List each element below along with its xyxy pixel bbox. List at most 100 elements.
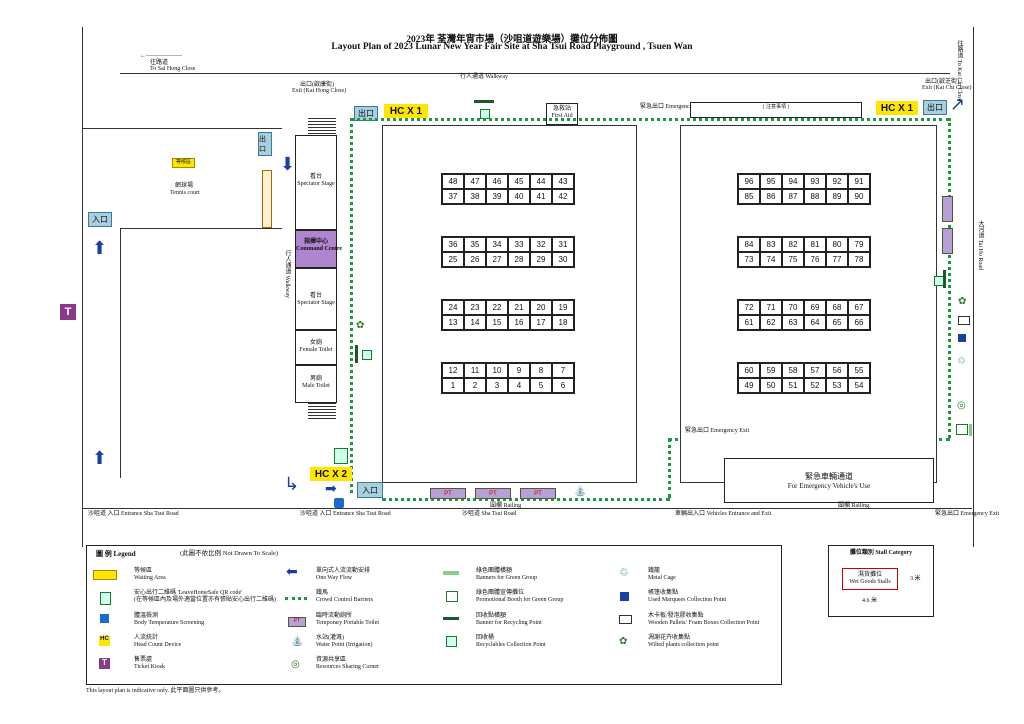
stall[interactable]: 41 <box>530 189 552 204</box>
stall[interactable]: 63 <box>782 315 804 330</box>
stall[interactable]: 56 <box>826 363 848 378</box>
stall[interactable]: 59 <box>760 363 782 378</box>
stall[interactable]: 74 <box>760 252 782 267</box>
stall[interactable]: 69 <box>804 300 826 315</box>
stall[interactable]: 86 <box>760 189 782 204</box>
stall[interactable]: 81 <box>804 237 826 252</box>
stall[interactable]: 17 <box>530 315 552 330</box>
stall[interactable]: 94 <box>782 174 804 189</box>
stall[interactable]: 5 <box>530 378 552 393</box>
stall[interactable]: 76 <box>804 252 826 267</box>
stall[interactable]: 47 <box>464 174 486 189</box>
stall[interactable]: 62 <box>760 315 782 330</box>
stall[interactable]: 90 <box>848 189 870 204</box>
stall[interactable]: 11 <box>464 363 486 378</box>
stall[interactable]: 96 <box>738 174 760 189</box>
stall[interactable]: 68 <box>826 300 848 315</box>
stall[interactable]: 37 <box>442 189 464 204</box>
stall[interactable]: 93 <box>804 174 826 189</box>
tennis-zh: 網球場 <box>175 183 194 189</box>
stall[interactable]: 31 <box>552 237 574 252</box>
stall[interactable]: 92 <box>826 174 848 189</box>
stall[interactable]: 18 <box>552 315 574 330</box>
stall[interactable]: 43 <box>552 174 574 189</box>
stall[interactable]: 82 <box>782 237 804 252</box>
stall[interactable]: 25 <box>442 252 464 267</box>
legend-item-14-en: Metal Cage <box>648 575 676 581</box>
stall[interactable]: 64 <box>804 315 826 330</box>
stall[interactable]: 32 <box>530 237 552 252</box>
stall[interactable]: 85 <box>738 189 760 204</box>
stall[interactable]: 20 <box>530 300 552 315</box>
stall[interactable]: 7 <box>552 363 574 378</box>
stall[interactable]: 73 <box>738 252 760 267</box>
stall[interactable]: 67 <box>848 300 870 315</box>
stall[interactable]: 79 <box>848 237 870 252</box>
stall[interactable]: 51 <box>782 378 804 393</box>
stall[interactable]: 61 <box>738 315 760 330</box>
stall[interactable]: 24 <box>442 300 464 315</box>
stall[interactable]: 54 <box>848 378 870 393</box>
stall[interactable]: 21 <box>508 300 530 315</box>
stall[interactable]: 65 <box>826 315 848 330</box>
stall[interactable]: 26 <box>464 252 486 267</box>
stall[interactable]: 15 <box>486 315 508 330</box>
stall[interactable]: 33 <box>508 237 530 252</box>
stall[interactable]: 84 <box>738 237 760 252</box>
stall[interactable]: 9 <box>508 363 530 378</box>
walkway-top: 行人通道 Walkway <box>460 74 509 80</box>
stall[interactable]: 13 <box>442 315 464 330</box>
stall[interactable]: 88 <box>804 189 826 204</box>
stall[interactable]: 78 <box>848 252 870 267</box>
stall[interactable]: 83 <box>760 237 782 252</box>
stall[interactable]: 28 <box>508 252 530 267</box>
stall[interactable]: 75 <box>782 252 804 267</box>
exit-arrow-right-icon: ↗ <box>950 94 966 115</box>
stall[interactable]: 57 <box>804 363 826 378</box>
stall[interactable]: 16 <box>508 315 530 330</box>
stall[interactable]: 23 <box>464 300 486 315</box>
stall[interactable]: 22 <box>486 300 508 315</box>
stall[interactable]: 53 <box>826 378 848 393</box>
stall[interactable]: 91 <box>848 174 870 189</box>
stall[interactable]: 14 <box>464 315 486 330</box>
stall[interactable]: 6 <box>552 378 574 393</box>
stall[interactable]: 12 <box>442 363 464 378</box>
stall[interactable]: 3 <box>486 378 508 393</box>
stall[interactable]: 49 <box>738 378 760 393</box>
stall[interactable]: 72 <box>738 300 760 315</box>
stall[interactable]: 52 <box>804 378 826 393</box>
stall[interactable]: 66 <box>848 315 870 330</box>
stall[interactable]: 77 <box>826 252 848 267</box>
stall[interactable]: 4 <box>508 378 530 393</box>
stall[interactable]: 89 <box>826 189 848 204</box>
stall[interactable]: 19 <box>552 300 574 315</box>
stall[interactable]: 44 <box>530 174 552 189</box>
stall[interactable]: 71 <box>760 300 782 315</box>
stall[interactable]: 50 <box>760 378 782 393</box>
stall[interactable]: 35 <box>464 237 486 252</box>
stall[interactable]: 80 <box>826 237 848 252</box>
stall[interactable]: 58 <box>782 363 804 378</box>
stall[interactable]: 87 <box>782 189 804 204</box>
stall[interactable]: 42 <box>552 189 574 204</box>
stall[interactable]: 1 <box>442 378 464 393</box>
stall[interactable]: 30 <box>552 252 574 267</box>
stall[interactable]: 27 <box>486 252 508 267</box>
stall[interactable]: 34 <box>486 237 508 252</box>
stall[interactable]: 55 <box>848 363 870 378</box>
stall[interactable]: 29 <box>530 252 552 267</box>
stall[interactable]: 38 <box>464 189 486 204</box>
stall[interactable]: 2 <box>464 378 486 393</box>
stall[interactable]: 70 <box>782 300 804 315</box>
stall[interactable]: 36 <box>442 237 464 252</box>
stall[interactable]: 8 <box>530 363 552 378</box>
stall[interactable]: 60 <box>738 363 760 378</box>
stall[interactable]: 48 <box>442 174 464 189</box>
stall[interactable]: 10 <box>486 363 508 378</box>
stall[interactable]: 45 <box>508 174 530 189</box>
stall[interactable]: 40 <box>508 189 530 204</box>
stall[interactable]: 95 <box>760 174 782 189</box>
stall[interactable]: 39 <box>486 189 508 204</box>
stall[interactable]: 46 <box>486 174 508 189</box>
